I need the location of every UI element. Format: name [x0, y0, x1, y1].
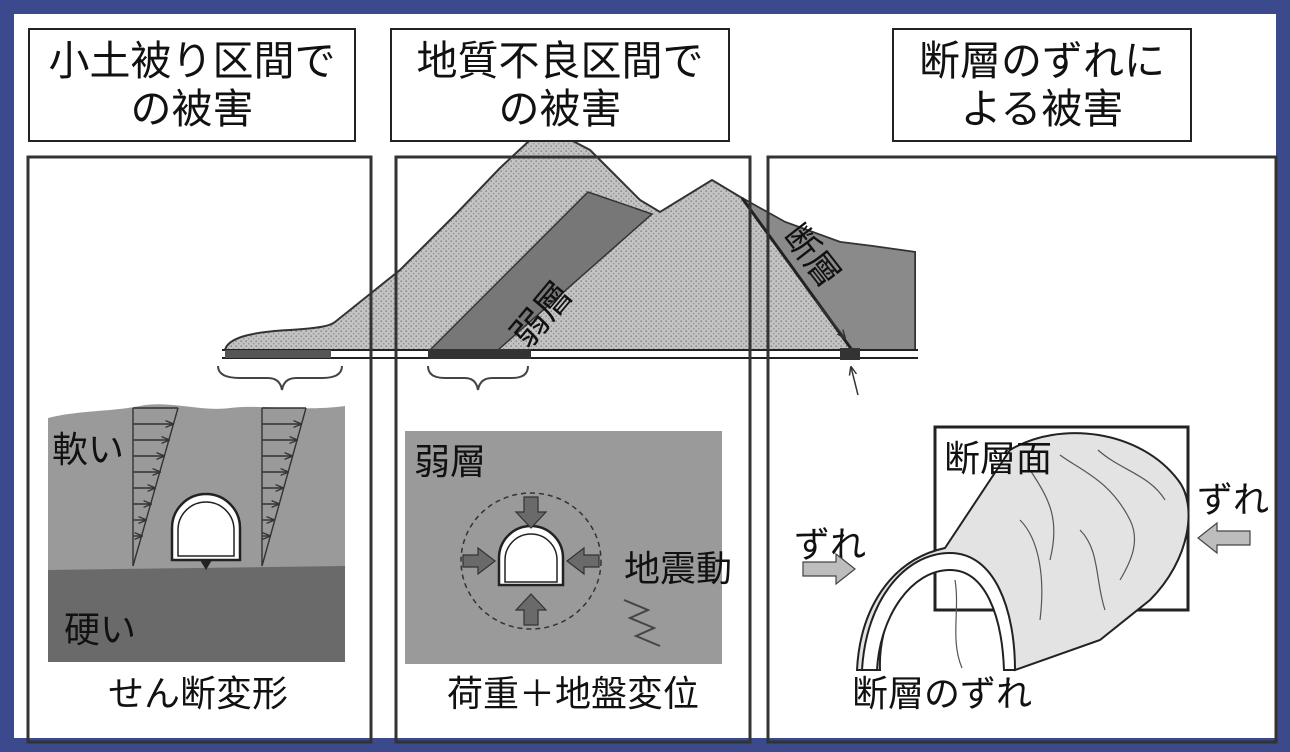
load-arrow-left [462, 546, 496, 576]
seismic-wave-icon [623, 599, 661, 647]
fault-plane-label: 断層面 [944, 439, 1052, 480]
damage-section-fault [840, 348, 860, 360]
hard-ground-label: 硬い [64, 610, 136, 651]
slip-arrow-left [802, 552, 856, 586]
tunnel-section-shear [170, 492, 242, 570]
header-poor-line2: の被害 [498, 85, 622, 133]
hard-ground [48, 566, 345, 662]
header-fault-slip: 断層のずれに よる被害 [892, 28, 1192, 142]
tunnel-tube-opening [860, 551, 1017, 671]
panel-shear-deformation: 軟い 硬い [26, 155, 373, 744]
header-fault-line1: 断層のずれに [919, 37, 1165, 85]
damage-section-shallow [225, 350, 331, 358]
panel-weak-frame [394, 155, 752, 744]
slip-right-label: ずれ [1197, 480, 1269, 521]
panel-fault-slip: 断層面 ずれ ずれ 断層のずれ [766, 155, 1278, 744]
load-arrow-top [514, 496, 548, 529]
weak-layer-panel-label: 弱層 [414, 442, 486, 483]
header-poor-line1: 地質不良区間で [416, 37, 704, 85]
fault-caption: 断層のずれ [852, 674, 1032, 715]
header-shallow-cover: 小土被り区間で の被害 [28, 28, 356, 142]
load-arrows [462, 496, 600, 626]
load-arrow-right [566, 546, 600, 576]
soft-ground-label: 軟い [52, 430, 124, 471]
weak-caption: 荷重＋地盤変位 [447, 674, 699, 715]
header-fault-line2: よる被害 [960, 85, 1124, 133]
brace-shallow [217, 365, 343, 391]
slip-left-label: ずれ [794, 525, 866, 566]
slip-arrow-right [1197, 521, 1251, 555]
weak-layer-block [405, 431, 722, 664]
fault-arrow [814, 299, 845, 338]
fault-pointer-arrow [851, 367, 859, 396]
shear-caption: せん断変形 [108, 674, 288, 715]
seismic-label: 地震動 [624, 549, 732, 590]
damage-section-weak [428, 349, 531, 359]
cross-section: 弱層 断層 [217, 126, 918, 396]
soft-ground [48, 404, 345, 570]
tunnel-cracks [954, 449, 1166, 669]
panel-load-displacement: 弱層 地震動 荷重＋地盤変位 [394, 155, 752, 744]
tunnel-section-weak [497, 524, 565, 587]
header-shallow-line1: 小土被り区間で [48, 37, 336, 85]
load-arrow-bottom [514, 593, 548, 626]
panel-fault-frame [766, 155, 1278, 744]
displacement-profile-left [132, 407, 179, 567]
brace-weak [427, 365, 529, 391]
header-poor-geology: 地質不良区間で の被害 [390, 28, 730, 142]
displacement-profile-right [261, 407, 307, 567]
panel-shear-frame [26, 155, 373, 744]
influence-zone [460, 492, 602, 630]
header-shallow-line2: の被害 [130, 85, 254, 133]
